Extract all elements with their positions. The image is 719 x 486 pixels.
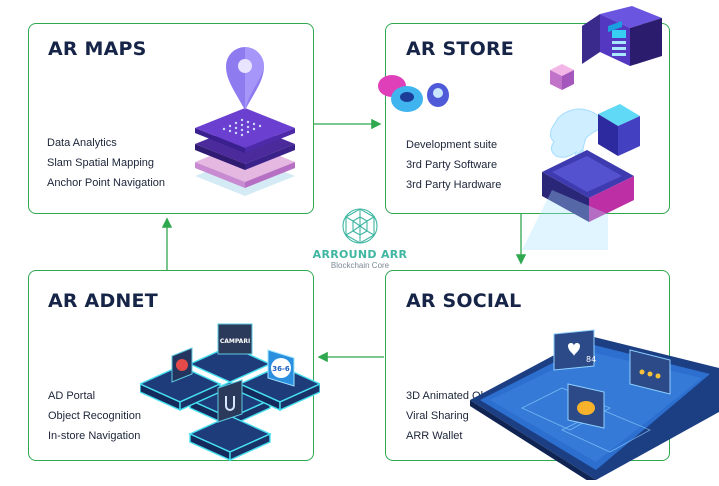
list-item: 3rd Party Hardware [406,179,502,191]
logo-subtitle: Blockchain Core [330,261,390,270]
list-item: Viral Sharing [406,410,469,422]
list-item: Slam Spatial Mapping [47,157,155,169]
list-item: Development suite [406,139,498,151]
logo-name: ARROUND ARR [312,248,408,261]
card-title: AR SOCIAL [406,290,522,312]
social-phone-illustration: 84 [470,322,719,480]
card-title: AR MAPS [48,38,147,60]
list-item: ARR Wallet [406,430,463,442]
list-item: AD Portal [48,390,96,402]
geodesic-sphere-icon [342,208,378,244]
list-item: Data Analytics [47,137,117,149]
store-hologram-illustration [372,0,719,250]
feature-list: Data Analytics Slam Spatial Mapping Anch… [47,133,165,193]
list-item: Object Recognition [48,410,141,422]
tile-label: CAMPARI [220,338,250,345]
card-title: AR STORE [406,38,514,60]
map-pin-stack-illustration [190,38,300,208]
adnet-tiles-illustration: CAMPARI 36-6 [140,316,320,476]
list-item: In-store Navigation [48,430,141,442]
feature-list: AD Portal Object Recognition In-store Na… [48,386,141,446]
card-title: AR ADNET [48,290,158,312]
feature-list: Development suite 3rd Party Software 3rd… [406,135,501,195]
list-item: Anchor Point Navigation [47,177,166,189]
like-count: 84 [586,355,596,364]
tile-label: 36-6 [272,365,290,373]
list-item: 3rd Party Software [406,159,498,171]
arround-logo: ARROUND ARR Blockchain Core [300,206,420,270]
